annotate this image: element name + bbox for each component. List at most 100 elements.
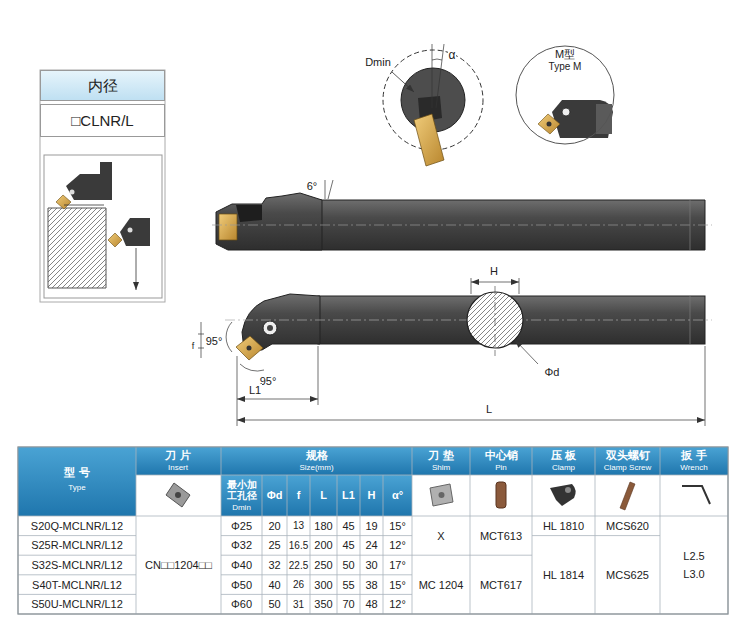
type-m-illustration bbox=[538, 100, 613, 138]
table-cell: L2.5 bbox=[683, 550, 704, 562]
operation-panel bbox=[120, 218, 150, 246]
table-cell: 15° bbox=[389, 579, 406, 591]
table-cell: 31 bbox=[293, 599, 304, 610]
table-header: Shim bbox=[432, 464, 450, 473]
operation-panel bbox=[108, 233, 122, 247]
spec-table bbox=[262, 475, 263, 614]
table-header: 扳 手 bbox=[681, 449, 706, 461]
table-cell: 13 bbox=[293, 520, 304, 531]
table-cell: 50 bbox=[268, 598, 280, 610]
dimension-lines bbox=[226, 322, 232, 352]
top-view-bar bbox=[247, 346, 252, 351]
table-header: L bbox=[320, 489, 327, 501]
operation-panel bbox=[40, 70, 165, 302]
spec-table bbox=[18, 555, 136, 556]
table-cell: 350 bbox=[314, 598, 332, 610]
dimension-label: Dmin bbox=[364, 56, 392, 68]
table-cell: 30 bbox=[365, 559, 377, 571]
dmin-detail bbox=[392, 72, 414, 92]
section-header: 内径 bbox=[40, 70, 165, 101]
table-cell: HL 1814 bbox=[543, 569, 584, 581]
table-cell: 32 bbox=[268, 559, 280, 571]
top-view-bar bbox=[495, 286, 496, 356]
type-m-illustration bbox=[552, 100, 613, 138]
table-header: 双头螺钉 bbox=[606, 449, 650, 461]
operation-panel bbox=[128, 228, 133, 233]
table-cell: MCT613 bbox=[480, 530, 522, 542]
table-cell: S20Q-MCLNR/L12 bbox=[31, 520, 123, 532]
table-cell: 180 bbox=[314, 520, 332, 532]
dmin-detail bbox=[432, 44, 433, 108]
spec-table bbox=[18, 535, 136, 536]
side-view-bar bbox=[325, 180, 326, 199]
side-view-bar bbox=[236, 205, 262, 222]
table-cell: X bbox=[437, 530, 444, 542]
table-header: Insert bbox=[168, 464, 188, 473]
spec-table bbox=[221, 535, 412, 536]
dimension-lines bbox=[705, 346, 706, 426]
operation-panel bbox=[70, 190, 75, 195]
node-text: 内径 bbox=[88, 77, 118, 94]
type-m-illustration bbox=[538, 114, 560, 134]
part-icons bbox=[166, 483, 190, 507]
dimension-label: α bbox=[448, 49, 457, 62]
part-icons bbox=[175, 492, 181, 498]
table-cell: 20 bbox=[268, 520, 280, 532]
dimension-lines bbox=[237, 356, 238, 426]
dimension-label: 95° bbox=[205, 335, 224, 347]
dimension-lines bbox=[201, 322, 202, 358]
table-cell: MCS620 bbox=[606, 520, 649, 532]
table-cell: CN□□1204□□ bbox=[145, 559, 212, 571]
node-text: Type M bbox=[515, 61, 615, 73]
table-header: Clamp Screw bbox=[604, 464, 652, 473]
dimension-label: f bbox=[191, 342, 196, 352]
operation-panel bbox=[44, 155, 162, 298]
dimension-label: 6° bbox=[306, 180, 319, 192]
table-cell: Φ60 bbox=[231, 598, 252, 610]
spec-table bbox=[18, 574, 136, 575]
table-header: 规格 bbox=[306, 449, 328, 461]
table-cell: 50 bbox=[342, 559, 354, 571]
dimension-lines bbox=[198, 334, 204, 335]
spec-table bbox=[18, 447, 728, 614]
circle-outline bbox=[516, 46, 614, 144]
side-view-bar bbox=[690, 200, 691, 250]
spec-table bbox=[18, 516, 728, 517]
spec-table bbox=[221, 594, 412, 595]
table-cell: S50U-MCLNR/L12 bbox=[31, 598, 123, 610]
spec-table bbox=[18, 447, 728, 614]
side-view-bar bbox=[219, 214, 237, 240]
dmin-detail bbox=[383, 44, 483, 166]
node-text: □CLNR/L bbox=[71, 112, 133, 129]
operation-panel bbox=[40, 70, 165, 302]
table-cell: 300 bbox=[314, 579, 332, 591]
table-header: 型 号 bbox=[64, 466, 89, 478]
top-view-bar bbox=[236, 336, 263, 360]
operation-panel bbox=[64, 205, 104, 206]
part-icons bbox=[682, 486, 710, 504]
side-view-bar bbox=[212, 225, 712, 226]
table-header: 刀 片 bbox=[165, 449, 190, 461]
side-view-bar bbox=[216, 193, 322, 250]
spec-table bbox=[136, 447, 137, 614]
table-header: Size(mm) bbox=[299, 464, 333, 473]
table-header: Dmin bbox=[232, 504, 251, 513]
spec-table bbox=[18, 447, 728, 614]
dimension-lines bbox=[237, 420, 705, 421]
spec-table bbox=[383, 475, 384, 614]
table-cell: 17° bbox=[389, 559, 406, 571]
spec-table bbox=[221, 447, 222, 614]
table-header: L1 bbox=[342, 489, 355, 501]
spec-table bbox=[221, 555, 412, 556]
table-cell: MCS625 bbox=[606, 569, 649, 581]
part-icons bbox=[550, 484, 576, 506]
type-m-illustration bbox=[596, 104, 612, 134]
table-cell: L3.0 bbox=[683, 568, 704, 580]
spec-table bbox=[660, 447, 661, 614]
table-cell: Φ50 bbox=[231, 579, 252, 591]
dimension-lines bbox=[471, 278, 472, 294]
table-cell: S40T-MCLNR/L12 bbox=[32, 579, 122, 591]
top-view-bar bbox=[225, 286, 712, 360]
dmin-detail bbox=[436, 44, 444, 108]
table-cell: 25 bbox=[268, 539, 280, 551]
